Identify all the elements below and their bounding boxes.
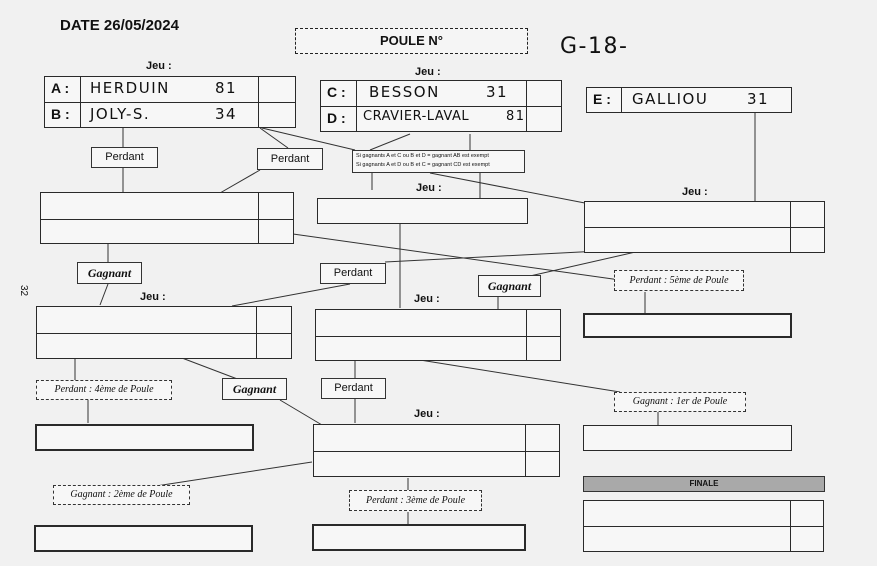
jeu-label: Jeu : — [416, 182, 442, 194]
match-box-single — [317, 198, 528, 224]
player-letter: E : — [593, 91, 611, 107]
player-name: HERDUIN — [90, 79, 170, 97]
player-score: 31 — [747, 90, 770, 108]
poule-label: POULE N° — [380, 33, 443, 48]
perdant-4eme-tag: Perdant : 4ème de Poule — [36, 380, 172, 400]
player-name: CRAVIER-LAVAL — [363, 109, 470, 124]
match-box — [315, 309, 561, 361]
match-box — [584, 201, 825, 253]
player-box-ab: A : HERDUIN 81 B : JOLY-S. 34 — [44, 76, 296, 128]
result-box-2eme — [34, 525, 253, 552]
jeu-label: Jeu : — [415, 66, 441, 78]
jeu-label: Jeu : — [146, 60, 172, 72]
gagnant-1er-tag: Gagnant : 1er de Poule — [614, 392, 746, 412]
finale-match-box — [583, 500, 824, 552]
player-letter: A : — [51, 80, 70, 96]
player-letter: B : — [51, 106, 70, 122]
result-box-4eme — [35, 424, 254, 451]
gagnant-2eme-tag: Gagnant : 2ème de Poule — [53, 485, 190, 505]
player-name: BESSON — [369, 83, 440, 101]
perdant-tag: Perdant — [321, 378, 386, 399]
player-score: 34 — [215, 105, 238, 123]
exempt-note-line: Si gagnants A et C ou B et D = gagnant A… — [356, 153, 489, 159]
match-box — [36, 306, 292, 359]
result-box-5eme — [583, 313, 792, 338]
player-name: JOLY-S. — [90, 105, 151, 123]
exempt-note: Si gagnants A et C ou B et D = gagnant A… — [352, 150, 525, 173]
player-score: 81 — [215, 79, 238, 97]
gagnant-tag: Gagnant — [222, 378, 287, 400]
perdant-tag: Perdant — [91, 147, 158, 168]
jeu-label: Jeu : — [414, 408, 440, 420]
jeu-label: Jeu : — [682, 186, 708, 198]
poule-box: POULE N° — [295, 28, 528, 54]
poule-handwritten: G-18- — [560, 34, 629, 59]
result-box-1er — [583, 425, 792, 451]
gagnant-tag: Gagnant — [478, 275, 541, 297]
jeu-label: Jeu : — [140, 291, 166, 303]
player-name: GALLIOU — [632, 90, 709, 108]
player-letter: D : — [327, 110, 346, 126]
side-number: 32 — [18, 284, 30, 297]
result-box-3eme — [312, 524, 526, 551]
perdant-5eme-tag: Perdant : 5ème de Poule — [614, 270, 744, 291]
perdant-tag: Perdant — [257, 148, 323, 170]
jeu-label: Jeu : — [414, 293, 440, 305]
player-score: 31 — [486, 83, 509, 101]
date-header: DATE 26/05/2024 — [60, 17, 179, 34]
player-box-cd: C : BESSON 31 D : CRAVIER-LAVAL 81 — [320, 80, 562, 132]
match-box — [313, 424, 560, 477]
finale-label: FINALE — [689, 479, 719, 488]
player-box-e: E : GALLIOU 31 — [586, 87, 792, 113]
player-letter: C : — [327, 84, 346, 100]
exempt-note-line: Si gagnants A et D ou B et C = gagnant C… — [356, 162, 490, 168]
perdant-3eme-tag: Perdant : 3ème de Poule — [349, 490, 482, 511]
perdant-tag: Perdant — [320, 263, 386, 284]
player-score: 81 — [506, 109, 526, 124]
gagnant-tag: Gagnant — [77, 262, 142, 284]
finale-header: FINALE — [583, 476, 825, 492]
match-box — [40, 192, 294, 244]
